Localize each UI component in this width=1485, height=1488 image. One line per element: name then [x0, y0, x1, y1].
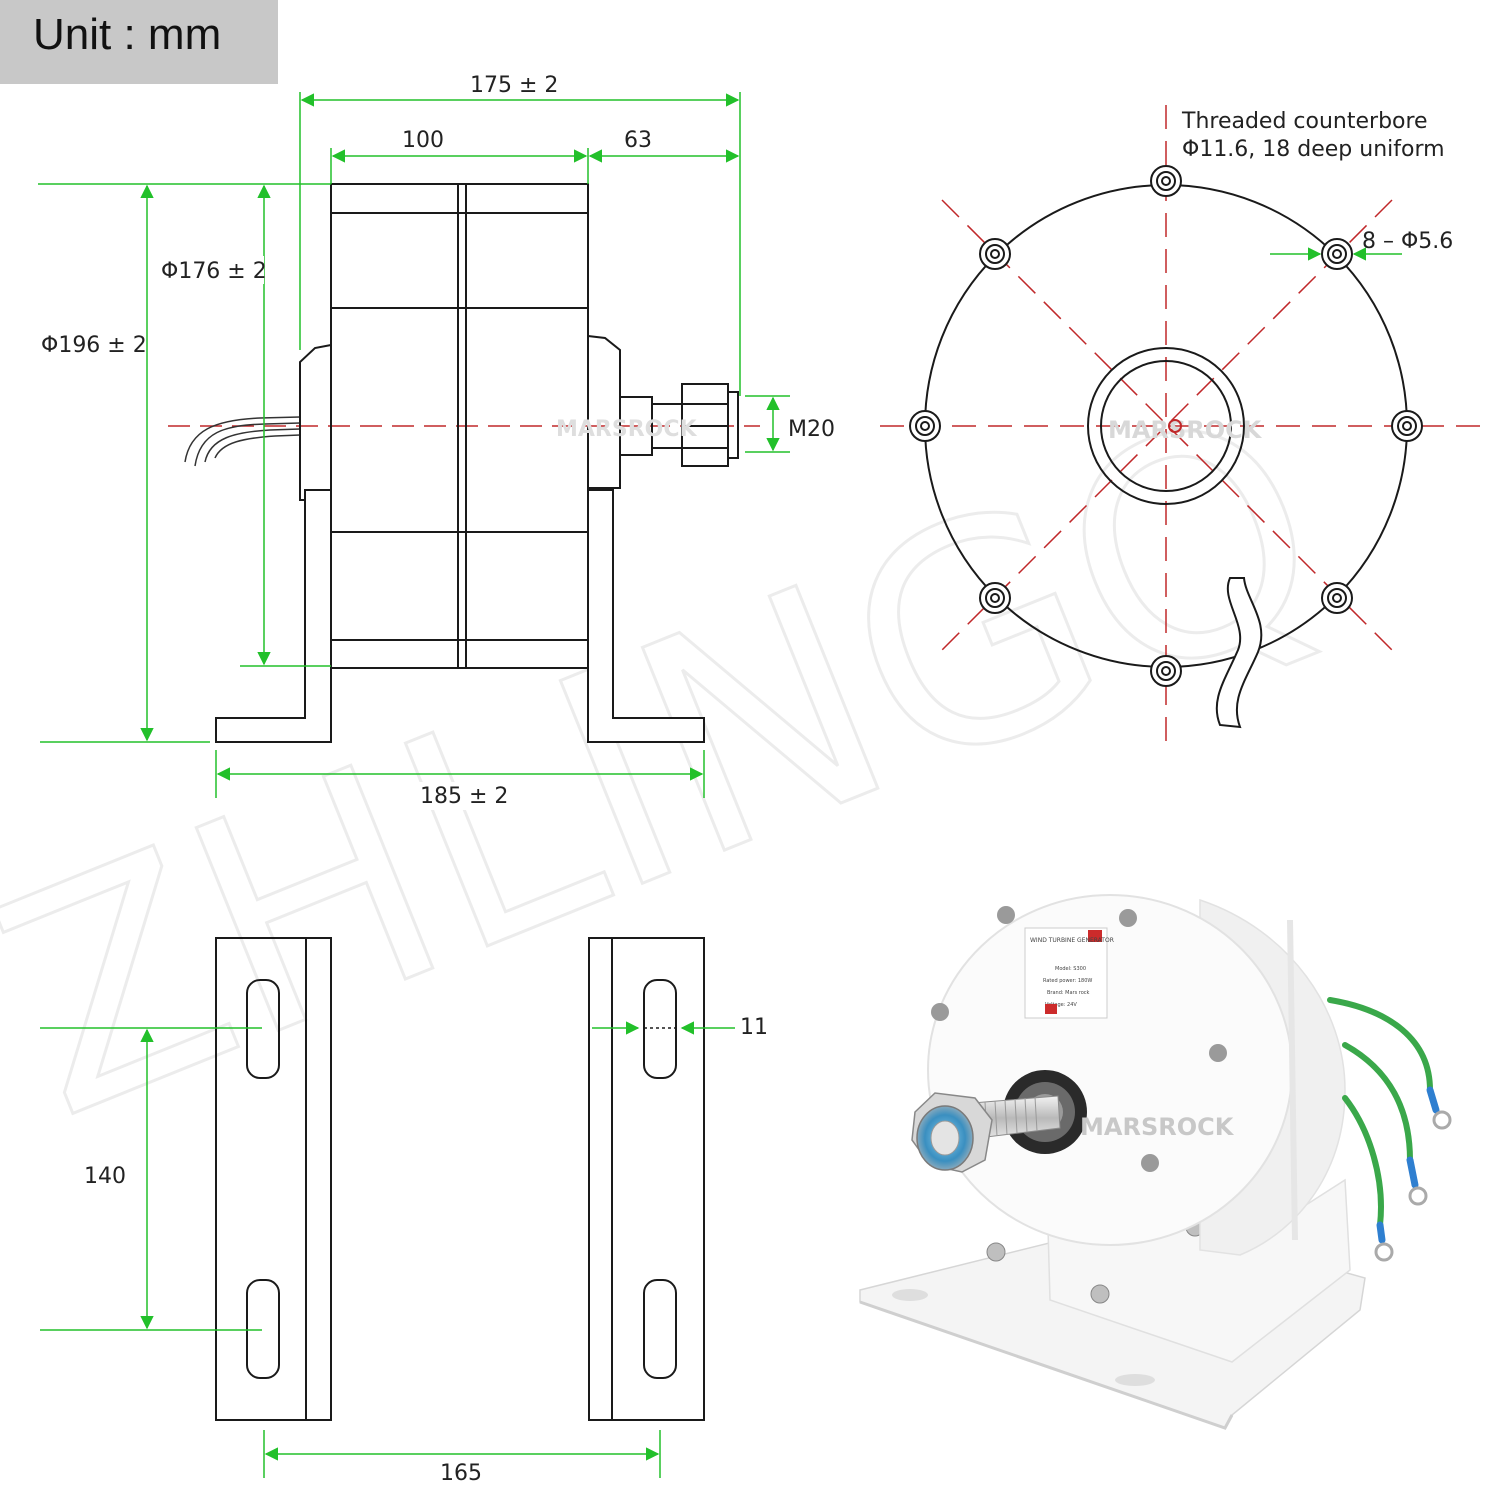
- label-base-width: 185 ± 2: [420, 784, 508, 809]
- photo-cables: [1327, 997, 1452, 1262]
- front-logo: MARSROCK: [1108, 416, 1263, 444]
- left-foot: [215, 489, 332, 743]
- bracket-labels: 140 11 165: [80, 1015, 768, 1486]
- left-slot-bottom: [246, 1279, 280, 1379]
- front-cable: [1215, 577, 1263, 729]
- product-photo: WIND TURBINE GENERATOR Model: S300 Rated…: [859, 894, 1452, 1430]
- nameplate-title: WIND TURBINE GENERATOR: [1030, 937, 1114, 944]
- right-foot: [587, 489, 705, 743]
- generator-body: [330, 183, 589, 669]
- label-body-length: 100: [402, 128, 444, 153]
- nameplate-model: Model: S300: [1055, 966, 1086, 972]
- side-view: MARSROCK: [168, 183, 760, 743]
- left-slot-top: [246, 979, 280, 1079]
- bracket-view: [215, 937, 705, 1421]
- label-slot-width: 11: [740, 1015, 768, 1040]
- bearing-inner: [1100, 360, 1232, 492]
- label-slot-spacing: 140: [84, 1164, 126, 1189]
- front-labels: Threaded counterbore Φ11.6, 18 deep unif…: [1181, 109, 1453, 254]
- nameplate-brand: Brand: Mars rock: [1047, 990, 1090, 996]
- label-bracket-spacing: 165: [440, 1461, 482, 1486]
- right-slot-top: [643, 979, 677, 1079]
- label-outer-diameter: Φ196 ± 2: [41, 333, 147, 358]
- side-dimension-labels: 175 ± 2 100 63 Φ176 ± 2 Φ196 ± 2 M20 185…: [40, 70, 835, 810]
- label-thread: M20: [788, 417, 835, 442]
- left-bracket: [215, 937, 332, 1421]
- front-view: MARSROCK: [880, 105, 1482, 745]
- counterbore-note-line2: Φ11.6, 18 deep uniform: [1182, 137, 1445, 162]
- unit-label: Unit : mm: [33, 10, 222, 59]
- nameplate-power: Rated power: 180W: [1043, 978, 1092, 984]
- label-overall-length: 175 ± 2: [470, 73, 558, 98]
- counterbore-note-line1: Threaded counterbore: [1181, 109, 1428, 134]
- photo-logo: MARSROCK: [1080, 1113, 1235, 1141]
- label-shaft-length: 63: [624, 128, 652, 153]
- photo-housing: [927, 894, 1293, 1246]
- nameplate-voltage: Voltage: 24V: [1045, 1002, 1077, 1008]
- bracket-dimensions: [40, 1021, 735, 1478]
- side-cables: [184, 416, 301, 467]
- right-bracket: [588, 937, 705, 1421]
- side-logo: MARSROCK: [556, 417, 697, 442]
- right-slot-bottom: [643, 1279, 677, 1379]
- holes-label: 8 – Φ5.6: [1362, 229, 1453, 254]
- photo-nameplate: WIND TURBINE GENERATOR Model: S300 Rated…: [1024, 927, 1114, 1019]
- bearing-outer: [1087, 347, 1245, 505]
- unit-badge: Unit : mm: [0, 0, 278, 84]
- mount-holes: [909, 165, 1423, 687]
- side-dimensions: [38, 92, 790, 798]
- label-inner-diameter: Φ176 ± 2: [161, 259, 267, 284]
